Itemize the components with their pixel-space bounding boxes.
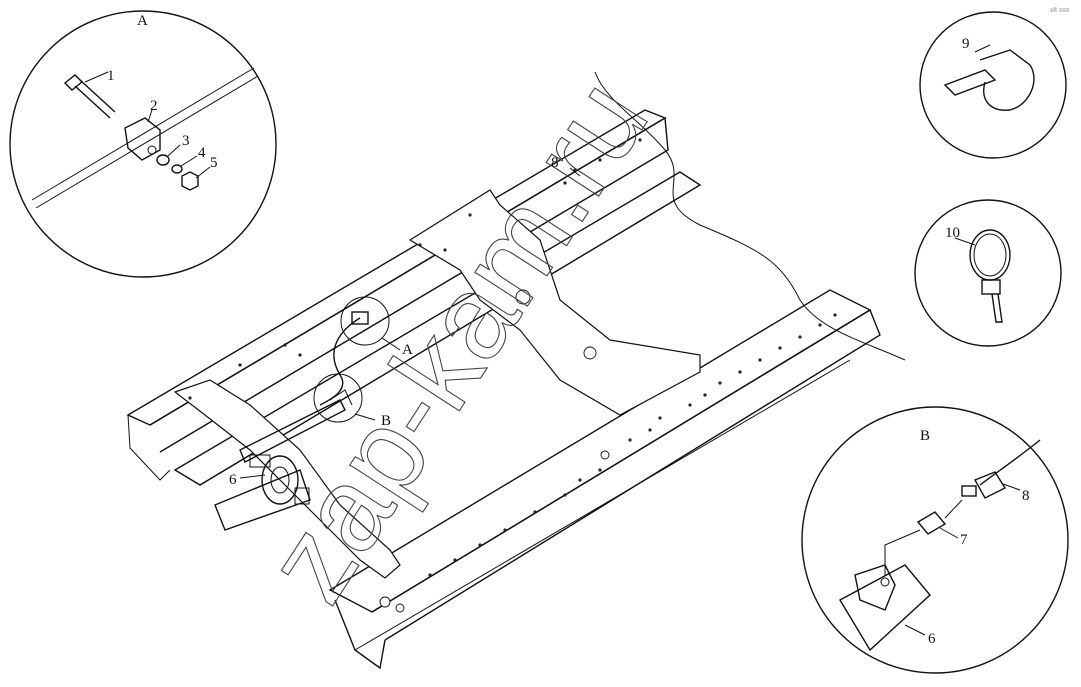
lower-rail-holes: [379, 313, 837, 613]
callout-8-detail: 8: [1022, 488, 1030, 504]
detail-a-title: A: [137, 13, 148, 29]
nut-part-5: [181, 171, 199, 191]
detail-b-marker: [313, 373, 363, 423]
cross-plate-upper: [408, 189, 701, 416]
detail-b: [801, 406, 1069, 674]
callout-6-main: 6: [229, 472, 237, 488]
detail-a-marker: [340, 296, 390, 346]
detail-b-circle: [801, 406, 1069, 674]
detail-10-circle: [914, 199, 1062, 347]
detail-9-circle: [919, 11, 1067, 159]
upper-rail-holes: [188, 138, 642, 400]
washer-part-3: [156, 154, 170, 166]
corner-mark: з® ≡≡≡: [1050, 7, 1070, 14]
callout-3: 3: [182, 133, 190, 149]
hose-fitting: [351, 311, 369, 325]
callout-6-detail: 6: [928, 631, 936, 647]
callout-4: 4: [198, 145, 206, 161]
callout-9: 9: [962, 36, 970, 52]
clamp-part-2: [124, 109, 161, 161]
callout-2: 2: [150, 98, 158, 114]
detail-a-circle: [9, 10, 277, 278]
main-assembly: [126, 71, 906, 670]
callout-1: 1: [107, 68, 115, 84]
main-callout-b: B: [381, 413, 391, 429]
brake-hose: [319, 317, 361, 406]
body-outline: [594, 71, 906, 361]
bolt-part-1: [63, 71, 116, 119]
lower-frame-rail: [328, 289, 881, 670]
plate-hole-1: [515, 289, 531, 305]
lockwasher-part-4: [171, 164, 183, 174]
brake-chamber-assembly: [214, 389, 353, 531]
callout-5: 5: [210, 155, 218, 171]
callout-7: 7: [960, 532, 968, 548]
plate-hole-2: [583, 346, 597, 360]
detail-a: [9, 10, 277, 278]
detail-9: [919, 11, 1067, 159]
main-callout-a: A: [402, 342, 413, 358]
detail-b-title: B: [920, 428, 930, 444]
callout-8-main: 8: [551, 155, 559, 171]
callout-10: 10: [945, 225, 960, 241]
detail-10: [914, 199, 1062, 347]
